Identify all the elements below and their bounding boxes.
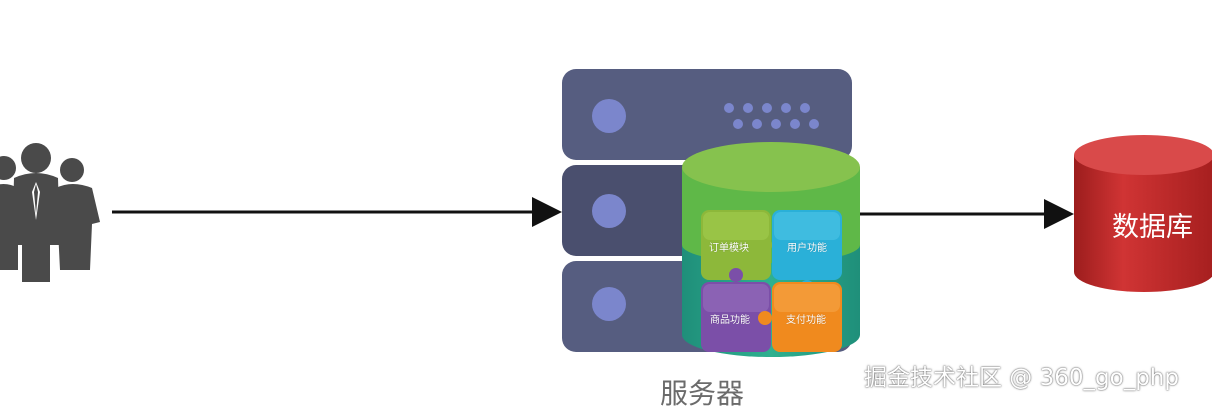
database-icon [1074,135,1212,292]
module-order-label: 订单模块 [709,243,749,254]
module-order [701,210,785,280]
module-user-label: 用户功能 [787,243,827,254]
module-product [701,268,771,352]
module-payment [758,282,842,352]
watermark: 掘金技术社区 @ 360_go_php [864,365,1179,391]
module-user [772,210,842,294]
module-product-label: 商品功能 [710,315,750,326]
database-label: 数据库 [1112,212,1193,243]
users-icon [0,143,100,282]
server-label: 服务器 [660,377,745,410]
module-payment-label: 支付功能 [786,315,826,326]
